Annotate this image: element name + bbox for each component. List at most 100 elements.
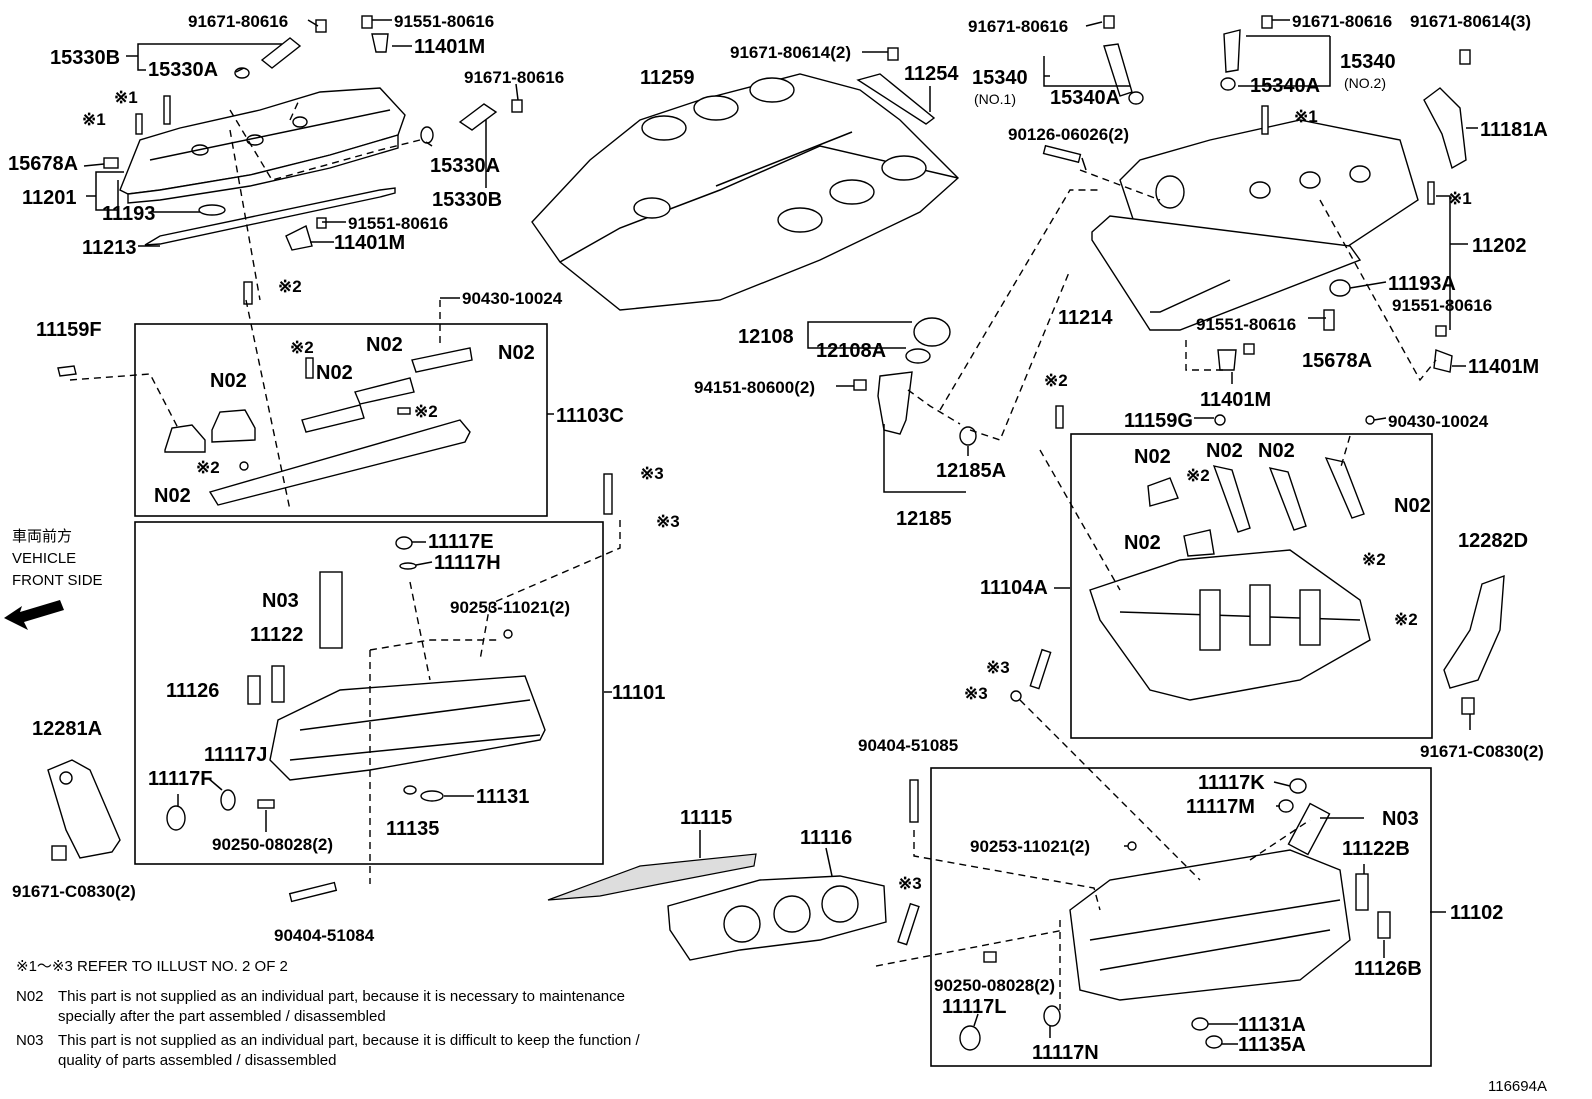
bolt-part — [1435, 325, 1447, 337]
bearing-cap-n02 — [354, 377, 415, 405]
bolt-part — [1103, 15, 1115, 29]
stud-90126 — [1042, 144, 1082, 164]
label-11117f: 11117F — [148, 768, 213, 790]
label-90250-08028: 90250-08028(2) — [212, 835, 333, 854]
stud-part — [163, 95, 171, 125]
label-12108a: 12108A — [816, 340, 886, 362]
label-11259: 11259 — [640, 67, 695, 89]
guide-line — [913, 830, 1101, 911]
label-91551-80616: 91551-80616 — [1196, 315, 1296, 334]
sensor-15330a — [260, 37, 302, 69]
label-91671-80614-3: 91671-80614(3) — [1410, 12, 1531, 31]
label-n02: N02 — [1394, 495, 1431, 517]
group-box-11102 — [930, 767, 1432, 1067]
vehicle-front-jp: 車両前方 — [12, 528, 72, 545]
label-15330b: 15330B — [432, 189, 502, 211]
bracket-11181a — [1423, 87, 1467, 170]
guide-line — [907, 389, 961, 425]
label-11102: 11102 — [1450, 902, 1503, 924]
label-n02: N02 — [1258, 440, 1295, 462]
filler-tube-12185 — [877, 371, 913, 435]
note-n02-line2: specially after the part assembled / dis… — [58, 1008, 386, 1025]
vehicle-front-indicator: 車両前方 VEHICLE FRONT SIDE — [4, 528, 103, 630]
label-15340: 15340 — [972, 67, 1028, 89]
label-90404-51085: 90404-51085 — [858, 736, 958, 755]
ref-mark-1: ※1 — [1294, 107, 1318, 126]
arrow-left-icon — [4, 600, 64, 630]
cylinder-head-right — [1069, 849, 1351, 1001]
sensor-11254 — [856, 73, 936, 125]
ref-mark-1: ※1 — [1448, 189, 1472, 208]
guide-line — [939, 189, 1100, 411]
guide-line — [229, 109, 421, 181]
pin-90253 — [503, 629, 513, 639]
plug-11193a — [1329, 279, 1351, 297]
label-91671-80616: 91671-80616 — [464, 68, 564, 87]
bolt-part — [603, 473, 613, 515]
label-n02: N02 — [1124, 532, 1161, 554]
label-11213: 11213 — [82, 237, 137, 259]
bearing-cap-n02-r — [1324, 457, 1365, 519]
bolt-part — [853, 379, 867, 391]
label-11214: 11214 — [1058, 307, 1113, 329]
pin-90250-b — [983, 951, 997, 963]
bolt-part — [1459, 49, 1471, 65]
note-n03-line2: quality of parts assembled / disassemble… — [58, 1052, 336, 1069]
label-11181a: 11181A — [1480, 119, 1548, 141]
bolt-part — [51, 845, 67, 861]
vehicle-front-line1: VEHICLE — [12, 550, 76, 567]
label-15340: 15340 — [1340, 51, 1396, 73]
ref-mark-1: ※1 — [82, 110, 106, 129]
plug-11117f — [166, 805, 186, 831]
sensor-15340a — [1103, 43, 1133, 97]
guide-line — [1319, 199, 1437, 382]
bolt-part — [1427, 181, 1435, 205]
gasket-11115 — [547, 853, 757, 901]
guide-line — [229, 129, 261, 301]
bolt-part — [135, 113, 143, 135]
label-12108: 12108 — [738, 326, 794, 348]
plug-11159f — [57, 365, 77, 377]
label-11101: 11101 — [612, 682, 665, 704]
label-90430-10024: 90430-10024 — [1388, 412, 1489, 431]
seal-11131a — [1191, 1017, 1209, 1031]
plug-11135a — [1205, 1035, 1223, 1049]
ref-mark-2: ※2 — [290, 338, 314, 357]
pin-90250 — [257, 799, 275, 809]
bracket-12281a — [47, 759, 121, 859]
label-n02: N02 — [210, 370, 247, 392]
oil-filler-cap-12108 — [913, 317, 951, 347]
sensor-11401m-a — [371, 33, 389, 53]
label-91551-80616: 91551-80616 — [1392, 296, 1492, 315]
label-12282d: 12282D — [1458, 530, 1528, 552]
sensor-11401m-b — [285, 225, 313, 251]
cam-cover-left — [119, 87, 406, 204]
bolt-part — [1261, 105, 1269, 135]
cam-housing — [208, 419, 471, 506]
seal-11117n — [1043, 1005, 1061, 1027]
note-n02-line1: This part is not supplied as an individu… — [58, 988, 625, 1005]
label-11103c: 11103C — [556, 405, 624, 427]
label-11202: 11202 — [1472, 235, 1527, 257]
bolt-part — [315, 19, 327, 33]
label-11117e: 11117E — [428, 531, 494, 553]
bolt-part — [1261, 15, 1273, 29]
bearing-cap-n02 — [164, 424, 206, 453]
label-90126-06026: 90126-06026(2) — [1008, 125, 1129, 144]
pin — [239, 461, 249, 471]
ref-mark-2: ※2 — [1044, 371, 1068, 390]
label-15340-no1: (NO.1) — [974, 91, 1016, 107]
seal-11117m — [1278, 799, 1294, 813]
guide-line — [1339, 435, 1351, 471]
plug-11193 — [198, 204, 226, 216]
part-labels: 91671-80616 91551-80616 15330B 15330A 11… — [8, 12, 1548, 1064]
label-90253-11021: 90253-11021(2) — [970, 837, 1090, 856]
guide-line — [409, 581, 431, 681]
guide-line — [369, 639, 500, 651]
ref-mark-3: ※3 — [640, 464, 664, 483]
group-box-11104a — [1070, 433, 1433, 739]
ref-mark-2: ※2 — [278, 277, 302, 296]
label-11131a: 11131A — [1238, 1014, 1306, 1036]
sensor-15340b — [1223, 29, 1241, 73]
